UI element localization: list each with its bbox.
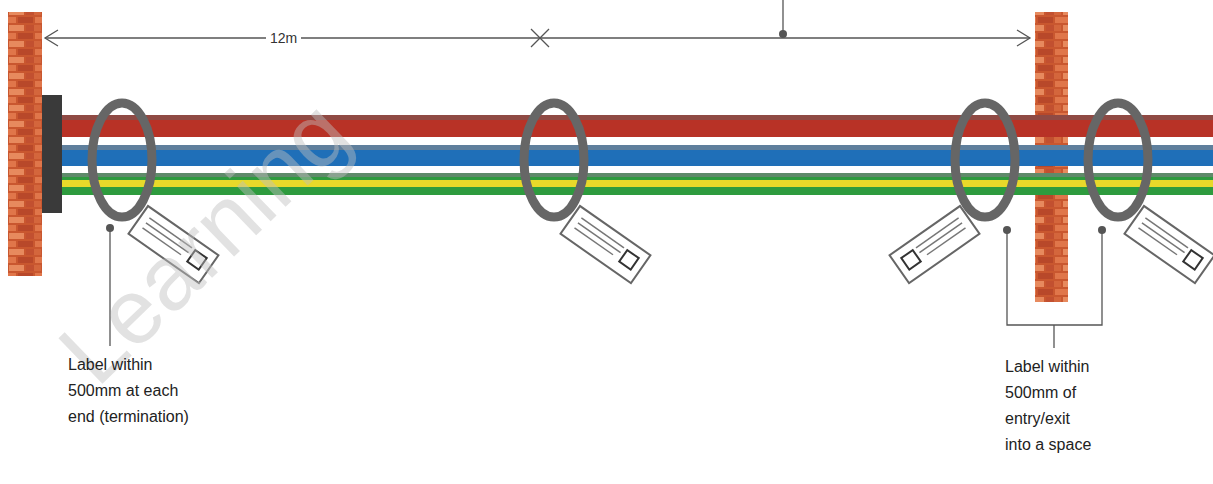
dimension-dot bbox=[779, 30, 787, 38]
dimension-label: 12m bbox=[266, 29, 301, 47]
callout-note: Label within 500mm at each end (terminat… bbox=[68, 352, 205, 430]
termination-plate bbox=[42, 95, 62, 213]
dimension-line bbox=[45, 0, 1030, 47]
brick-wall bbox=[8, 12, 42, 276]
callout-note: Label within 500mm of entry/exit into a … bbox=[1005, 354, 1095, 458]
